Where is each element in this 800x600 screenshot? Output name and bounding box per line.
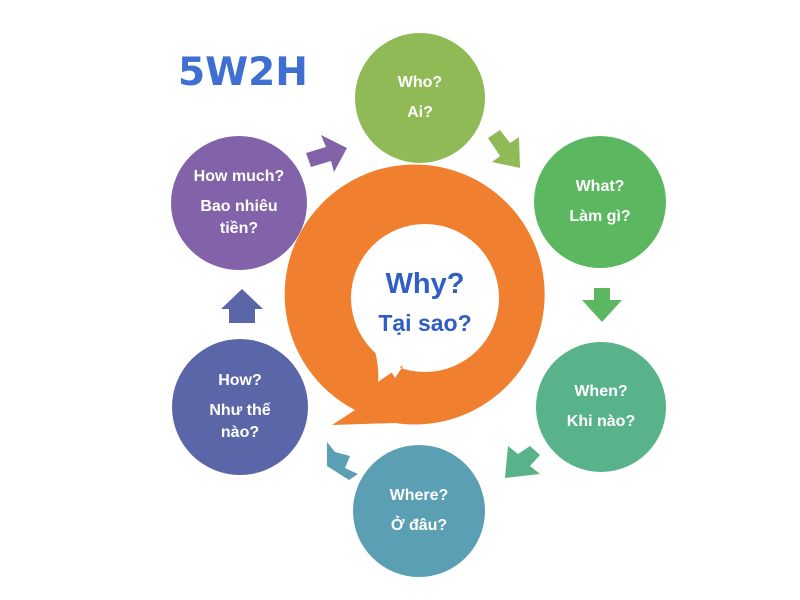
arrow-when-to-where-icon [505, 446, 540, 478]
node-how: How? Như thế nào? [172, 339, 308, 475]
center-label-why: Why? [385, 268, 465, 300]
center-bubble-tail [370, 336, 405, 382]
node-who: Who? Ai? [355, 33, 485, 163]
node-how-sublabel: Như thế nào? [209, 402, 271, 441]
arrow-where-to-how-icon [327, 442, 358, 480]
arrow-what-to-when-icon [582, 288, 622, 322]
node-when: When? Khi nào? [536, 342, 666, 472]
center-label-tai-sao: Tại sao? [378, 310, 472, 336]
node-where: Where? Ở đâu? [353, 445, 485, 577]
node-how-much-label: How much? [193, 168, 285, 185]
node-when-label: When? [574, 383, 628, 400]
center-ring [284, 164, 545, 426]
arrow-how-to-howmuch-icon [221, 289, 263, 323]
node-where-label: Where? [389, 487, 449, 504]
arrow-who-to-what-icon [488, 130, 520, 168]
node-how-label: How? [218, 372, 262, 389]
arrow-howmuch-to-who-icon [306, 135, 347, 172]
node-how-much-sublabel: Bao nhiêu tiền? [200, 198, 278, 237]
node-who-sublabel: Ai? [407, 104, 433, 121]
node-what: What? Làm gì? [534, 136, 666, 268]
node-how-much: How much? Bao nhiêu tiền? [171, 136, 307, 270]
diagram-title: 5W2H [178, 50, 308, 95]
center-label: Why? Tại sao? [330, 266, 520, 340]
node-who-label: Who? [397, 74, 443, 91]
node-what-sublabel: Làm gì? [569, 208, 631, 225]
node-when-sublabel: Khi nào? [566, 413, 636, 430]
node-where-sublabel: Ở đâu? [390, 517, 448, 534]
node-what-label: What? [575, 178, 625, 195]
